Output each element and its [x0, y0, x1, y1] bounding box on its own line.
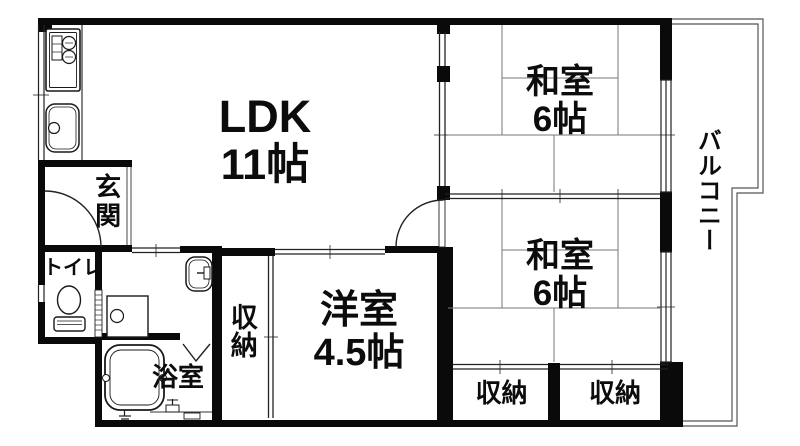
fixtures: [45, 28, 213, 420]
sliding-doors: [132, 32, 668, 418]
washitsu-mid-name: 和室: [526, 237, 594, 275]
room-label-bath: 浴室: [152, 363, 204, 392]
gas-stove: [45, 28, 81, 92]
door-arc-washitsu: [395, 199, 444, 248]
door-arc-genkan: [44, 190, 102, 248]
door-closet-tall-sliding: [264, 256, 278, 418]
walls: [38, 18, 683, 427]
wall-toilet-bottom: [38, 337, 102, 344]
wall-partition-stub-low: [437, 186, 450, 200]
bath-faucet: [165, 399, 201, 420]
door-fold-bath: [182, 343, 211, 363]
room-label-closet-tall: 収納: [226, 303, 257, 359]
wall-right-a: [660, 18, 672, 80]
wall-washroom-right: [212, 246, 222, 427]
wall-top: [38, 18, 672, 25]
toilet-fixture: [53, 285, 86, 332]
washitsu-top-size: 6帖: [532, 100, 588, 140]
door-washroom-sliding: [132, 244, 180, 257]
room-label-closet-a: 収納: [455, 379, 548, 408]
windows: [33, 25, 675, 363]
door-closet-a-sliding: [453, 360, 548, 374]
room-label-closet-b: 収納: [562, 379, 668, 408]
wall-bath-left: [95, 337, 102, 427]
wall-partition-stub-mid: [437, 66, 450, 82]
wall-genkan-bottom: [38, 245, 132, 252]
wall-bottom: [95, 420, 683, 427]
door-toilet-accordion: [94, 289, 103, 338]
closet-tall-name: 収納: [226, 303, 257, 359]
door-leaf-washitsu: [438, 199, 446, 248]
room-label-balcony: バルコニー: [693, 128, 721, 253]
door-yoshitsu-sliding: [275, 245, 385, 259]
washbasin: [185, 256, 213, 292]
balcony-name: バルコニー: [693, 128, 721, 253]
door-closet-b-sliding: [560, 360, 668, 374]
window-kitchen-left: [33, 25, 49, 160]
closet-a-name: 収納: [475, 378, 528, 408]
ldk-name: LDK: [218, 91, 312, 142]
yoshitsu-name: 洋室: [319, 289, 398, 332]
fusuma-ldk-washitsu: [434, 32, 451, 186]
washitsu-mid-size: 6帖: [532, 274, 588, 314]
balcony-rail-outer: [672, 18, 764, 427]
closet-b-name: 収納: [588, 378, 641, 408]
wall-left-mid: [38, 160, 45, 285]
tatami-washitsu-top: [448, 25, 660, 192]
balcony-outline: [672, 18, 764, 427]
ldk-size: 11帖: [220, 140, 310, 189]
genkan-name: 玄関: [91, 173, 122, 231]
bath-name: 浴室: [152, 362, 205, 392]
toilet-name: トイレ: [43, 257, 103, 279]
washitsu-top-name: 和室: [526, 63, 594, 101]
interior-lines: [81, 25, 212, 413]
kitchen-sink: [45, 103, 80, 153]
balcony-rail-inner: [672, 23, 759, 422]
wall-closet-divider: [548, 363, 560, 427]
window-washitsu-top: [657, 79, 675, 193]
wall-washroom-top: [180, 246, 217, 253]
window-washitsu-mid: [657, 251, 675, 363]
washing-machine-pan: [106, 295, 149, 338]
wall-yoshitsu-top: [385, 246, 443, 253]
bathtub: [102, 344, 167, 420]
wall-right-c: [660, 362, 683, 427]
wall-right-b: [660, 192, 672, 252]
fusuma-washitsu-washitsu: [445, 189, 660, 203]
room-label-washitsu-mid: 和室 6帖: [470, 237, 650, 314]
doors: [44, 190, 446, 363]
room-label-genkan: 玄関: [91, 173, 122, 231]
room-label-washitsu-top: 和室 6帖: [470, 63, 650, 140]
wall-partition-main: [437, 247, 453, 427]
room-label-ldk: LDK 11帖: [165, 92, 365, 189]
wall-toilet-right-stub: [95, 246, 102, 290]
yoshitsu-size: 4.5帖: [313, 331, 405, 374]
room-label-yoshitsu: 洋室 4.5帖: [270, 289, 448, 375]
window-toilet-left: [37, 285, 45, 302]
wall-closet-top: [212, 248, 275, 256]
tatami-washitsu-mid: [448, 200, 660, 362]
wall-partition-stub-top: [437, 18, 450, 34]
tatami-lines: [448, 25, 660, 362]
room-label-toilet: トイレ: [43, 257, 103, 279]
wall-genkan-top: [38, 160, 132, 167]
wall-left-low: [38, 302, 45, 344]
